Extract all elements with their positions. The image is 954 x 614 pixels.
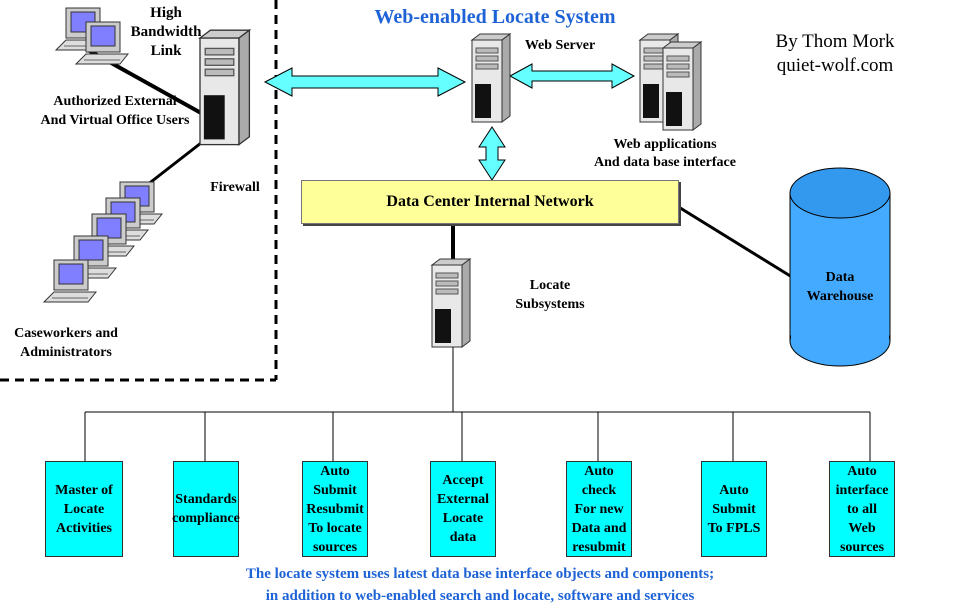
locate-subsystems-label: Locate Subsystems xyxy=(515,278,585,312)
box-auto-check: Auto check For new Data and resubmit xyxy=(566,461,632,557)
footer-line-1: The locate system uses latest data base … xyxy=(245,566,715,582)
arrow-webserver-network xyxy=(478,126,506,181)
web-server-label: Web Server xyxy=(524,38,596,53)
author-credit: By Thom Mork quiet-wolf.com xyxy=(775,31,895,76)
caseworker-workstation-icon xyxy=(43,259,97,303)
box-auto-submit-resubmit: Auto Submit Resubmit To locate sources xyxy=(302,461,368,557)
box-standards-compliance: Standards compliance xyxy=(172,461,240,557)
firewall-label: Firewall xyxy=(210,180,260,195)
locate-subsystem-server-icon xyxy=(431,258,471,348)
web-server-icon xyxy=(471,33,511,123)
caseworkers-label: Caseworkers and Administrators xyxy=(14,326,118,360)
diagram-title: Web-enabled Locate System xyxy=(374,6,616,28)
box-accept-external: Accept External Locate data xyxy=(430,461,496,557)
high-bandwidth-label: High Bandwidth Link xyxy=(130,5,202,59)
web-apps-label: Web applications And data base interface xyxy=(594,137,736,170)
data-center-network: Data Center Internal Network xyxy=(301,180,679,224)
box-master-of-locate: Master of Locate Activities xyxy=(45,461,123,557)
footer-line-2: in addition to web-enabled search and lo… xyxy=(265,588,695,604)
warehouse-connector xyxy=(676,204,801,284)
db-server-icon xyxy=(662,41,702,131)
box-auto-submit-fpls: Auto Submit To FPLS xyxy=(701,461,767,557)
arrow-firewall-webserver xyxy=(263,67,467,97)
arrow-webserver-apps xyxy=(508,63,636,89)
authorized-users-label: Authorized External And Virtual Office U… xyxy=(40,94,190,128)
box-auto-interface-web: Auto interface to all Web sources xyxy=(829,461,895,557)
data-warehouse-label: Data Warehouse xyxy=(806,270,874,304)
data-warehouse-cylinder-icon xyxy=(789,167,891,367)
